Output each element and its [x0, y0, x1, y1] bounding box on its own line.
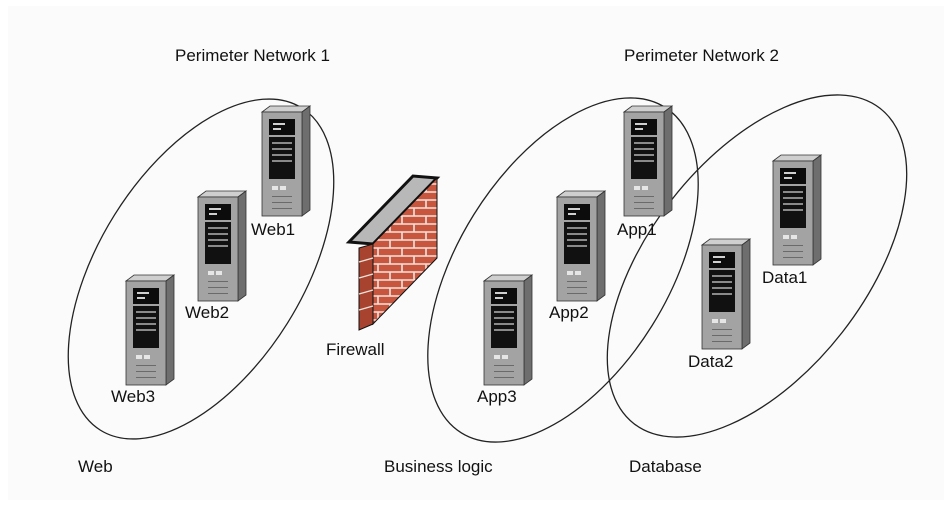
- business-logic-zone-label: Business logic: [384, 457, 493, 476]
- web2-server-icon: [197, 190, 247, 302]
- app2-label: App2: [549, 303, 589, 322]
- web3-label: Web3: [111, 387, 156, 406]
- web1-label: Web1: [251, 220, 296, 239]
- web1-server-icon: [261, 105, 311, 217]
- database-zone-label: Database: [629, 457, 702, 476]
- app3-server-icon: [483, 274, 533, 386]
- perimeter-network-1-title: Perimeter Network 1: [175, 46, 330, 65]
- data2-server-icon: [701, 238, 751, 350]
- perimeter-network-2-title: Perimeter Network 2: [624, 46, 779, 65]
- app1-server-icon: [623, 105, 673, 217]
- app3-label: App3: [477, 387, 517, 406]
- data1-server-icon: [772, 154, 822, 266]
- data2-label: Data2: [688, 352, 734, 371]
- web2-label: Web2: [185, 303, 230, 322]
- app2-server-icon: [556, 190, 606, 302]
- web-zone-label: Web: [78, 457, 113, 476]
- web3-server-icon: [125, 274, 175, 386]
- firewall-icon: [345, 174, 441, 331]
- data1-label: Data1: [762, 268, 808, 287]
- firewall-label: Firewall: [326, 340, 385, 359]
- app1-label: App1: [617, 220, 657, 239]
